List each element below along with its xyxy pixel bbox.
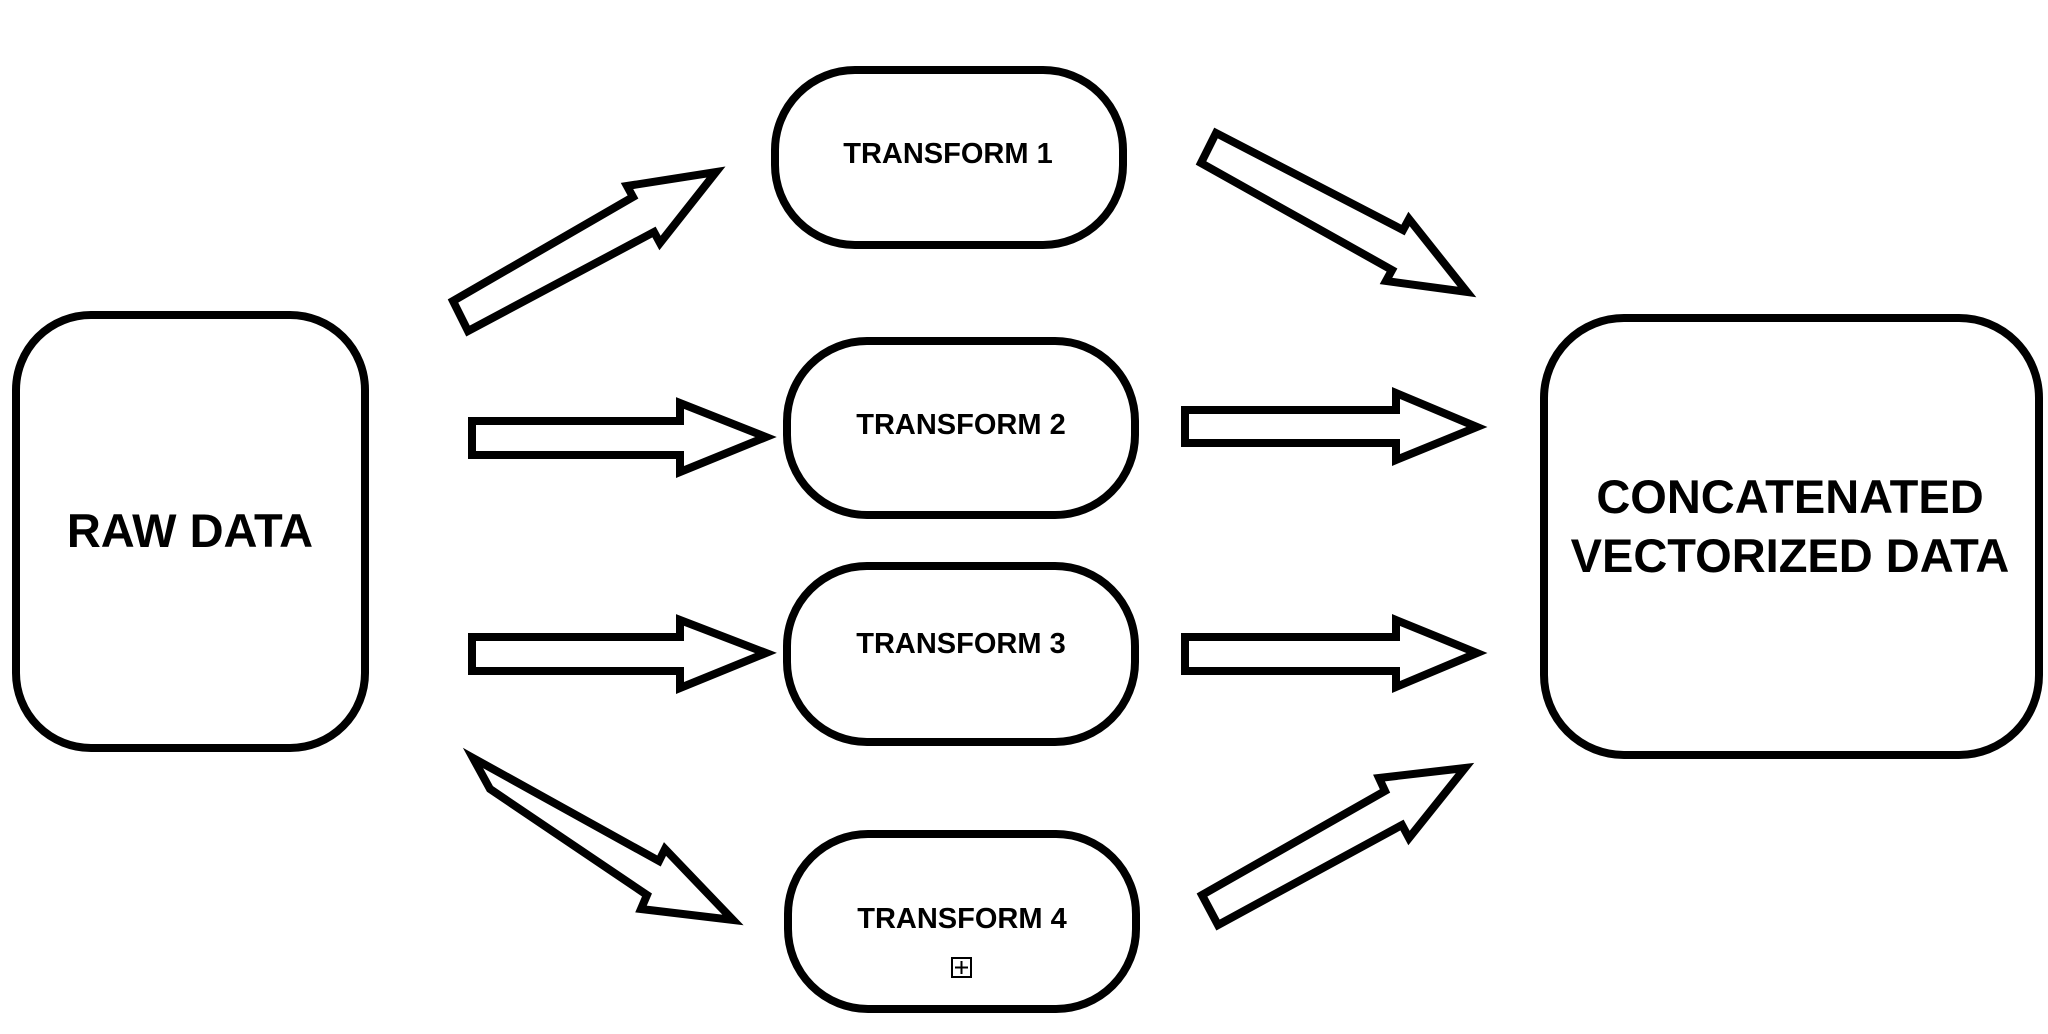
node-output-box xyxy=(1540,314,2043,759)
node-raw-data-box xyxy=(12,311,369,752)
node-output-label-line-1: CONCATENATED xyxy=(1596,470,1983,523)
node-raw-data-label: RAW DATA xyxy=(67,504,313,557)
arrow-transform-4-to-output xyxy=(1196,762,1475,931)
arrow-transform-1-to-output xyxy=(1195,127,1477,298)
node-transform-1[interactable]: TRANSFORM 1 xyxy=(771,66,1127,249)
expand-icon[interactable] xyxy=(951,957,972,978)
node-transform-2-label: TRANSFORM 2 xyxy=(856,409,1065,441)
node-transform-3-label: TRANSFORM 3 xyxy=(856,628,1065,660)
node-concatenated-vectorized-data[interactable]: CONCATENATED VECTORIZED DATA xyxy=(1540,314,2043,759)
arrow-raw-to-transform-1 xyxy=(447,166,726,337)
node-transform-3[interactable]: TRANSFORM 3 xyxy=(783,562,1139,746)
node-transform-4[interactable]: TRANSFORM 4 xyxy=(784,830,1140,1013)
node-raw-data[interactable]: RAW DATA xyxy=(12,311,369,752)
node-transform-2[interactable]: TRANSFORM 2 xyxy=(783,337,1139,519)
node-transform-4-label: TRANSFORM 4 xyxy=(857,903,1066,935)
arrow-raw-to-transform-4 xyxy=(462,747,744,926)
node-transform-1-box xyxy=(771,66,1127,249)
arrow-raw-to-transform-2 xyxy=(468,397,777,478)
arrow-raw-to-transform-3 xyxy=(468,614,777,694)
arrow-transform-2-to-output xyxy=(1181,386,1488,466)
node-transform-2-box xyxy=(783,337,1139,519)
node-transform-3-box xyxy=(783,562,1139,746)
node-output-label-line-2: VECTORIZED DATA xyxy=(1571,529,2010,582)
node-transform-1-label: TRANSFORM 1 xyxy=(843,138,1052,170)
node-transform-4-box xyxy=(784,830,1140,1013)
arrow-transform-3-to-output xyxy=(1181,614,1488,694)
